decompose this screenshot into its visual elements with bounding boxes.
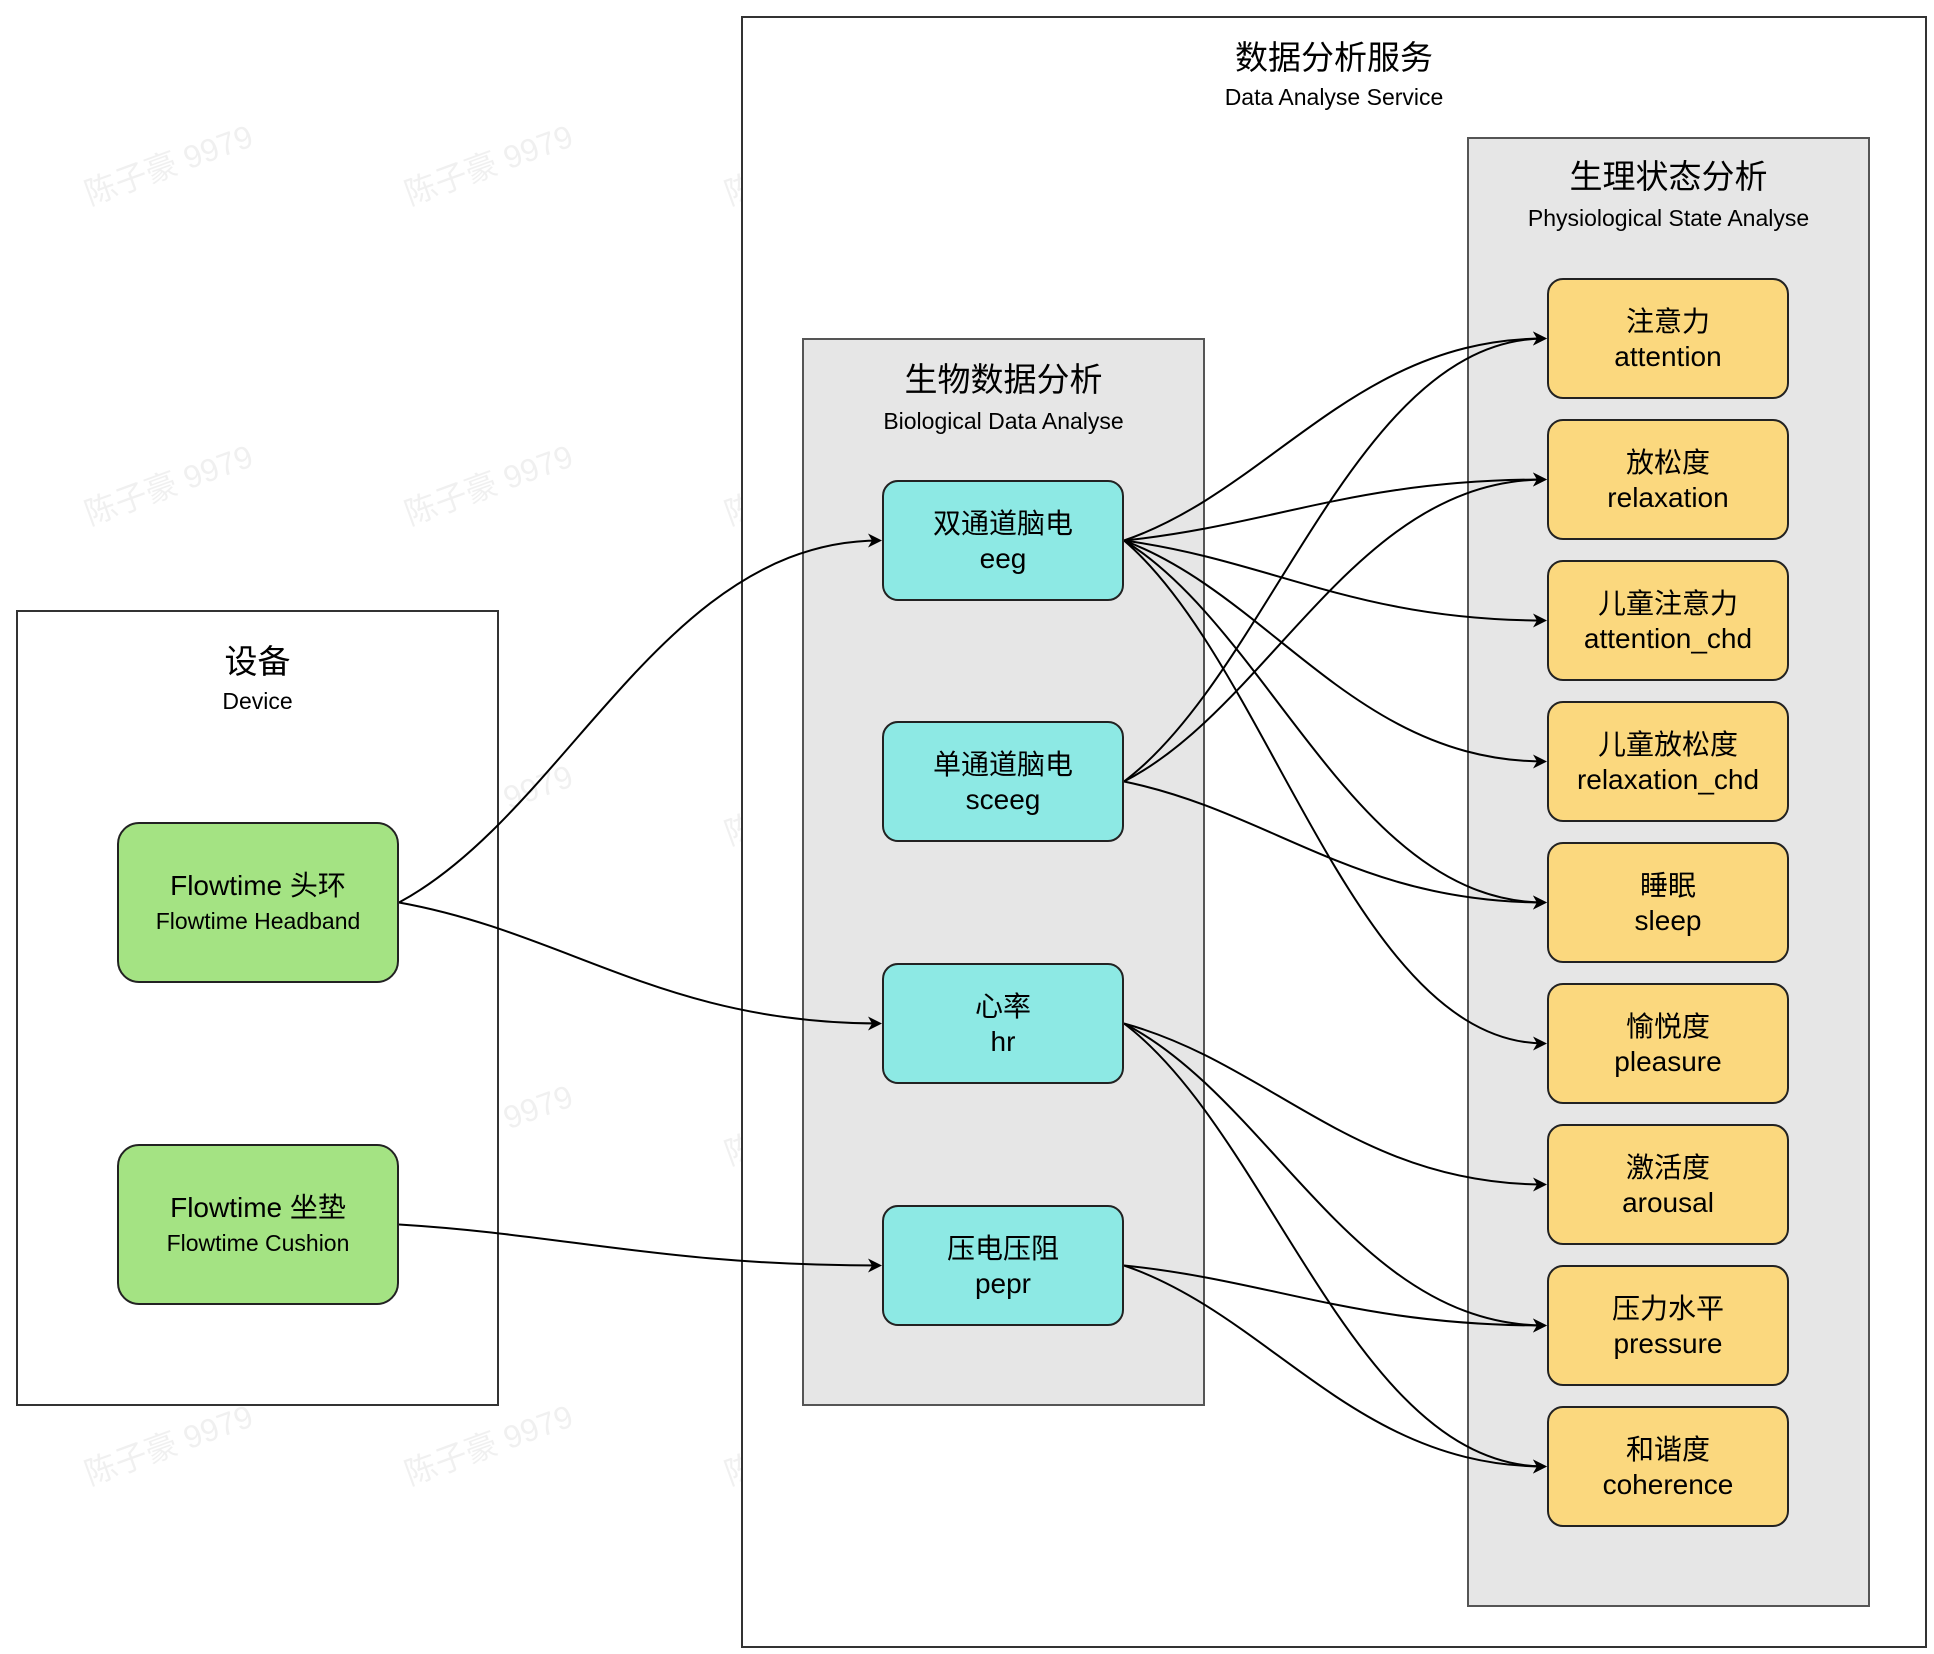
node-label-zh: 心率 (974, 990, 1031, 1022)
node-label-en: pressure (1613, 1327, 1723, 1359)
node-coherence[interactable]: 和谐度 coherence (1547, 1406, 1789, 1527)
watermark-text: 陈子豪 9979 (399, 1397, 578, 1492)
node-flowtime-cushion[interactable]: Flowtime 坐垫 Flowtime Cushion (117, 1144, 399, 1305)
watermark-text: 陈子豪 9979 (399, 437, 578, 532)
watermark-text: 陈子豪 9979 (79, 117, 258, 212)
node-sleep[interactable]: 睡眠 sleep (1547, 842, 1789, 963)
node-pepr[interactable]: 压电压阻 pepr (882, 1205, 1124, 1326)
node-eeg[interactable]: 双通道脑电 eeg (882, 480, 1124, 601)
node-attention-chd[interactable]: 儿童注意力 attention_chd (1547, 560, 1789, 681)
node-label-zh: 激活度 (1625, 1151, 1710, 1183)
node-sceeg[interactable]: 单通道脑电 sceeg (882, 721, 1124, 842)
phys-subtitle: Physiological State Analyse (1527, 205, 1810, 231)
node-label-zh: Flowtime 坐垫 (170, 1191, 346, 1223)
node-label-en: coherence (1602, 1468, 1734, 1500)
node-label-en: Flowtime Cushion (166, 1229, 350, 1256)
node-label-zh: 儿童注意力 (1597, 587, 1738, 619)
node-label-zh: 和谐度 (1625, 1433, 1710, 1465)
node-label-zh: 儿童放松度 (1597, 728, 1738, 760)
device-subtitle: Device (222, 688, 293, 714)
device-title: 设备 (224, 643, 291, 680)
watermark-text: 陈子豪 9979 (79, 437, 258, 532)
node-relaxation-chd[interactable]: 儿童放松度 relaxation_chd (1547, 701, 1789, 822)
node-relaxation[interactable]: 放松度 relaxation (1547, 419, 1789, 540)
bio-title: 生物数据分析 (904, 361, 1103, 398)
node-label-en: attention_chd (1583, 622, 1753, 654)
node-label-zh: 压力水平 (1611, 1292, 1724, 1324)
node-flowtime-headband[interactable]: Flowtime 头环 Flowtime Headband (117, 822, 399, 983)
service-subtitle: Data Analyse Service (1224, 84, 1444, 110)
node-label-en: Flowtime Headband (155, 907, 361, 934)
bio-subtitle: Biological Data Analyse (883, 408, 1124, 434)
node-pleasure[interactable]: 愉悦度 pleasure (1547, 983, 1789, 1104)
node-label-zh: 愉悦度 (1625, 1010, 1710, 1042)
node-label-en: relaxation_chd (1576, 763, 1760, 795)
node-label-en: pleasure (1614, 1045, 1722, 1077)
node-hr[interactable]: 心率 hr (882, 963, 1124, 1084)
node-label-zh: 放松度 (1625, 446, 1710, 478)
node-arousal[interactable]: 激活度 arousal (1547, 1124, 1789, 1245)
watermark-text: 陈子豪 9979 (79, 1397, 258, 1492)
node-label-en: arousal (1622, 1186, 1714, 1218)
node-pressure[interactable]: 压力水平 pressure (1547, 1265, 1789, 1386)
node-label-zh: 单通道脑电 (932, 748, 1073, 780)
node-label-en: attention (1614, 340, 1722, 372)
node-label-zh: Flowtime 头环 (170, 869, 346, 901)
node-label-en: eeg (979, 542, 1027, 574)
node-label-zh: 注意力 (1625, 305, 1710, 337)
node-label-en: sceeg (965, 783, 1041, 815)
node-label-en: sleep (1634, 904, 1702, 936)
node-label-zh: 睡眠 (1639, 869, 1696, 901)
node-label-en: relaxation (1607, 481, 1729, 513)
service-title: 数据分析服务 (1235, 39, 1433, 76)
phys-title: 生理状态分析 (1569, 158, 1768, 195)
node-label-en: pepr (974, 1267, 1032, 1299)
node-label-en: hr (990, 1025, 1016, 1057)
node-label-zh: 压电压阻 (946, 1232, 1059, 1264)
node-label-zh: 双通道脑电 (932, 507, 1073, 539)
node-attention[interactable]: 注意力 attention (1547, 278, 1789, 399)
watermark-text: 陈子豪 9979 (399, 117, 578, 212)
